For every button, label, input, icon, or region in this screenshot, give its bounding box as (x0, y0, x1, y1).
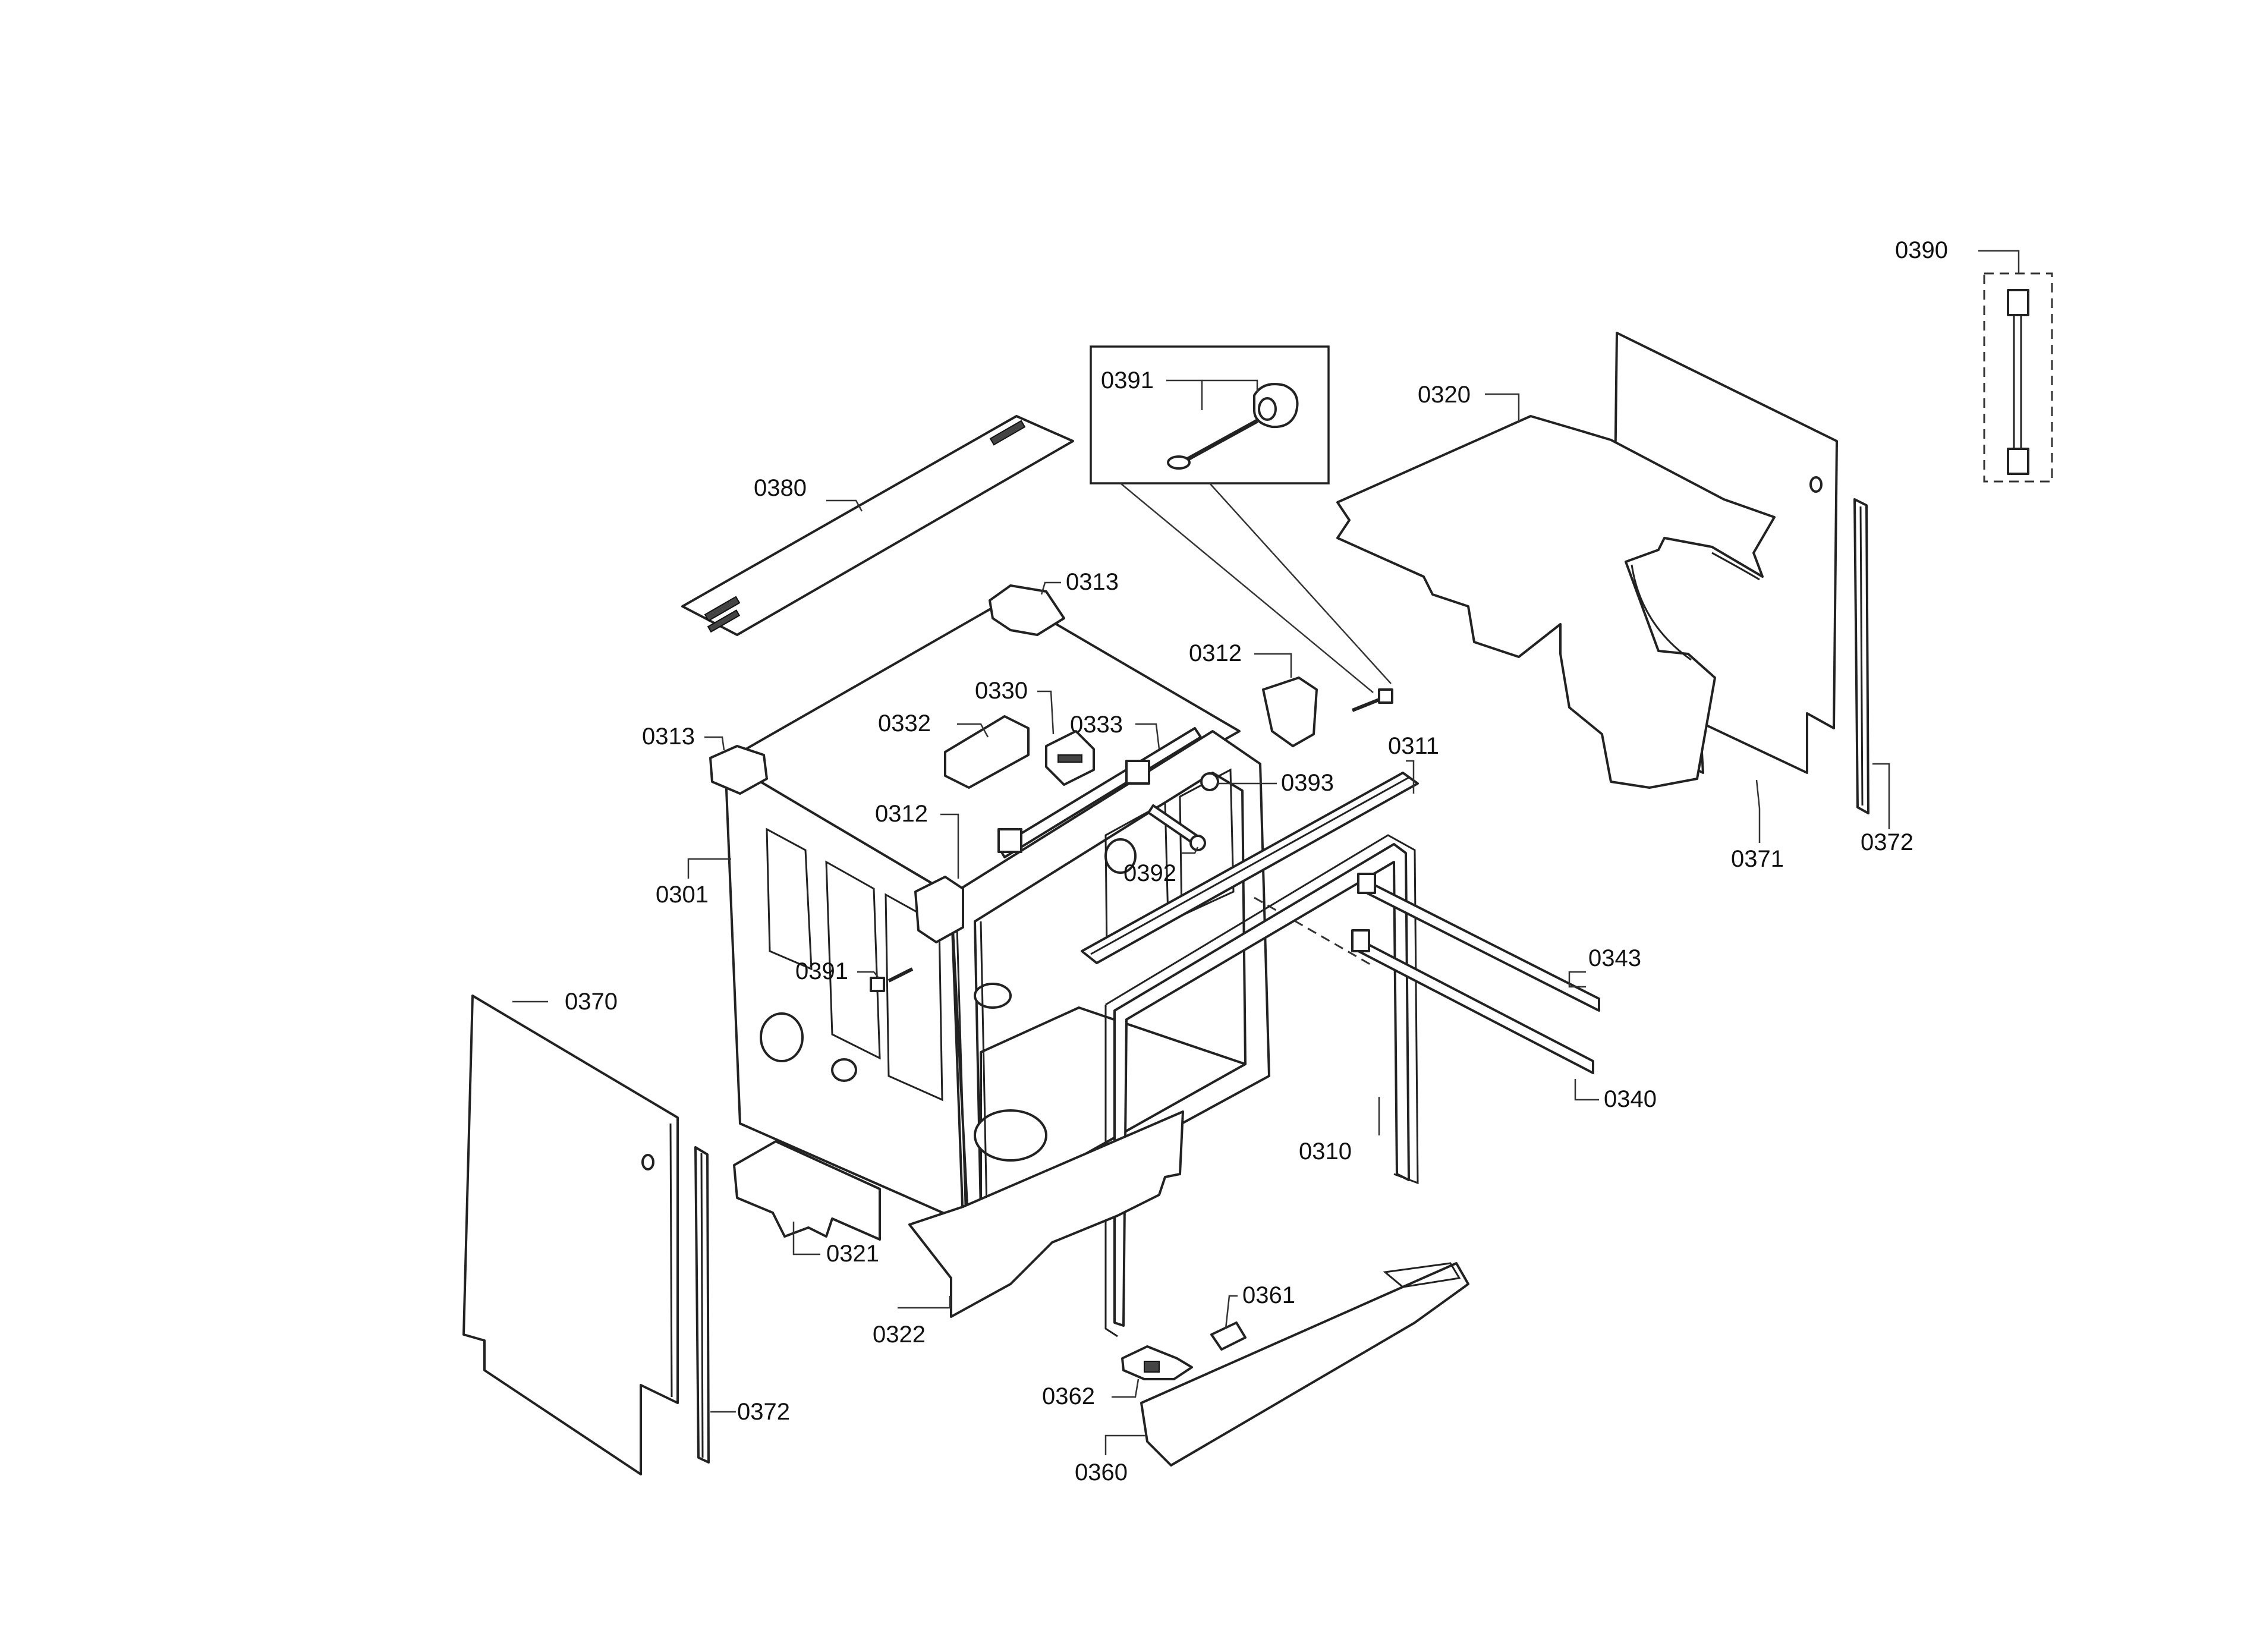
label-0380: 0380 (754, 475, 807, 501)
label-0340: 0340 (1604, 1086, 1657, 1112)
part-0372-strip-left (694, 1146, 710, 1464)
part-0361-clip (1210, 1321, 1247, 1351)
part-0333-top-rail (997, 727, 1202, 858)
part-0313-clip-left (709, 745, 768, 795)
label-0313-top: 0313 (1066, 569, 1119, 595)
part-0370-side-panel-left (462, 995, 679, 1475)
label-0370: 0370 (565, 989, 618, 1015)
label-0362: 0362 (1042, 1383, 1095, 1409)
label-0372-left: 0372 (737, 1399, 790, 1425)
label-0360: 0360 (1075, 1459, 1128, 1486)
label-0391-main: 0391 (795, 958, 848, 984)
label-0321: 0321 (826, 1241, 879, 1267)
part-0372-strip-right (1853, 498, 1869, 814)
inset-0391-detail (1090, 345, 1330, 484)
part-0321-base-insulation (733, 1140, 881, 1241)
label-0332: 0332 (878, 710, 931, 737)
part-0301-tub (724, 596, 1270, 1241)
part-0340-rail (1351, 929, 1594, 1074)
label-0361: 0361 (1242, 1282, 1295, 1308)
part-0312-hinge-left (914, 876, 964, 943)
part-0330-hinge (1045, 730, 1095, 786)
part-0313-clip-top (989, 584, 1065, 636)
part-0393-bolt (1200, 772, 1219, 791)
part-0322-front-insulation (908, 1110, 1184, 1318)
part-0310-door-seal (1104, 834, 1419, 1338)
label-0392: 0392 (1123, 860, 1176, 886)
label-0301: 0301 (656, 882, 709, 908)
label-0313-left: 0313 (642, 723, 695, 750)
label-0320: 0320 (1418, 382, 1471, 408)
label-0312-right: 0312 (1189, 640, 1242, 666)
part-0391-screw-right (1351, 688, 1393, 712)
label-0390: 0390 (1895, 237, 1948, 263)
part-0380-top-panel (681, 415, 1074, 636)
label-0372-right: 0372 (1861, 829, 1913, 855)
part-0391-screw (870, 967, 914, 992)
part-0343-rail (1357, 873, 1600, 1012)
part-0360-base (1140, 1262, 1469, 1467)
part-0312-hinge-right (1262, 676, 1318, 747)
label-0312-left: 0312 (875, 801, 928, 827)
label-0310: 0310 (1299, 1138, 1352, 1165)
label-0330: 0330 (975, 678, 1028, 704)
part-0311-seal-strip (1081, 772, 1419, 964)
part-0362-switch (1121, 1345, 1193, 1380)
label-0343: 0343 (1588, 945, 1641, 971)
part-0332-bracket (944, 715, 1030, 789)
part-0390-cable (1983, 272, 2053, 483)
part-0392-bar (1147, 804, 1206, 851)
label-0322: 0322 (873, 1321, 926, 1348)
label-0311: 0311 (1388, 733, 1439, 759)
part-0320-insulation-mat (1336, 415, 1776, 789)
label-0391-inset: 0391 (1101, 367, 1154, 394)
label-0393: 0393 (1281, 770, 1334, 796)
label-0371: 0371 (1731, 846, 1784, 872)
